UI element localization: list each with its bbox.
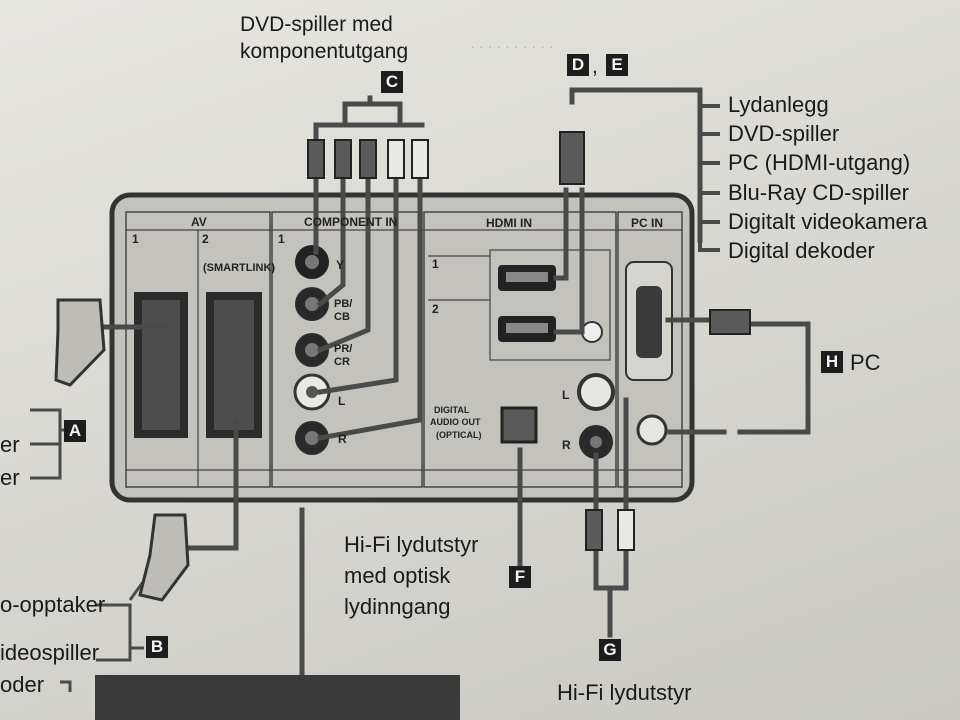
badge-e: E xyxy=(606,54,628,76)
badge-c: C xyxy=(381,71,403,93)
panel-pr: PR/ xyxy=(334,343,353,355)
scart-plug-b xyxy=(138,513,190,602)
badge-g: G xyxy=(599,639,621,661)
panel-component-title: COMPONENT IN xyxy=(304,215,398,229)
panel-smartlink: (SMARTLINK) xyxy=(203,262,276,274)
vga-port xyxy=(625,261,673,381)
badge-h: H xyxy=(821,351,843,373)
left-b-item-3: oder xyxy=(0,672,45,697)
panel-audio-out: AUDIO OUT xyxy=(430,417,481,427)
list-item-pc: PC (HDMI-utgang) xyxy=(728,150,911,175)
list-item-decoder: Digital dekoder xyxy=(728,238,875,263)
left-b-item-1: o-opptaker xyxy=(0,592,106,617)
pcin-section xyxy=(617,211,683,488)
de-separator: , xyxy=(592,55,598,78)
panel-pb: PB/ xyxy=(334,298,353,310)
hifi-optical-label-line3: lydinngang xyxy=(344,594,451,619)
panel-out-l: L xyxy=(562,388,570,402)
hifi-optical-label-line1: Hi-Fi lydutstyr xyxy=(344,532,479,557)
panel-y: Y xyxy=(336,258,345,272)
badge-a: A xyxy=(64,420,86,442)
panel-comp-1: 1 xyxy=(278,232,285,246)
panel-l: L xyxy=(338,394,346,408)
list-item-bluray: Blu-Ray CD-spiller xyxy=(728,180,909,205)
panel-r: R xyxy=(338,432,347,446)
panel-hdmi-1: 1 xyxy=(432,257,439,271)
badge-d: D xyxy=(567,54,589,76)
panel-av-2: 2 xyxy=(202,232,209,246)
pc-audio-jack xyxy=(636,414,668,446)
panel-out-r: R xyxy=(562,438,571,452)
panel-cr: CR xyxy=(334,356,350,368)
dvd-component-label-line1: DVD-spiller med xyxy=(240,13,393,36)
list-item-dvd: DVD-spiller xyxy=(728,121,840,146)
badge-f: F xyxy=(509,566,531,588)
left-a-item-2: er xyxy=(0,465,20,490)
scart-port-1 xyxy=(134,292,188,438)
panel-pcin-title: PC IN xyxy=(631,216,664,230)
dvd-component-label-line2: komponentutgang xyxy=(240,40,409,63)
panel-cb: CB xyxy=(334,311,350,323)
panel-hdmi-title: HDMI IN xyxy=(486,216,532,230)
optical-port xyxy=(500,406,538,444)
panel-optical: (OPTICAL) xyxy=(436,430,482,440)
left-b-item-2: ideospiller xyxy=(0,640,100,665)
background-text: · · · · · · · · · · xyxy=(470,40,554,56)
hifi-label: Hi-Fi lydutstyr xyxy=(557,680,692,705)
badge-b: B xyxy=(146,636,168,658)
scart-port-2 xyxy=(206,292,262,438)
hdmi-ports xyxy=(428,249,611,361)
list-item-lydanlegg: Lydanlegg xyxy=(728,92,829,117)
pc-label: PC xyxy=(850,350,881,375)
hifi-optical-label-line2: med optisk xyxy=(344,563,451,588)
panel-av-title: AV xyxy=(191,215,207,229)
panel-digital: DIGITAL xyxy=(434,405,470,415)
panel-av-1: 1 xyxy=(132,232,139,246)
list-item-camera: Digitalt videokamera xyxy=(728,209,928,234)
left-a-item-1: er xyxy=(0,432,20,457)
panel-hdmi-2: 2 xyxy=(432,302,439,316)
component-jacks xyxy=(293,245,331,455)
tv-bottom xyxy=(95,675,460,720)
scart-plug-a xyxy=(54,298,106,387)
